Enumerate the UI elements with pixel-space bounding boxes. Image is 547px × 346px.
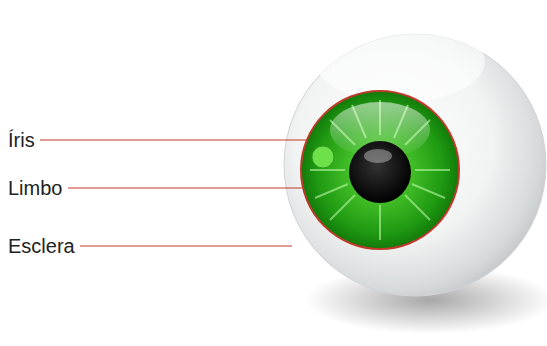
part-label: Íris	[7, 129, 36, 151]
iris-highlight	[312, 146, 334, 168]
sclera-shine	[315, 22, 485, 102]
iris-rays	[310, 100, 450, 240]
part-label: Esclera	[7, 235, 76, 257]
leader-line	[80, 245, 292, 246]
iris	[301, 91, 459, 249]
pupil	[349, 141, 411, 203]
pupil-shine	[364, 149, 392, 163]
leader-line	[40, 139, 306, 140]
leader-line	[68, 187, 302, 188]
part-label: Limbo	[7, 177, 63, 199]
